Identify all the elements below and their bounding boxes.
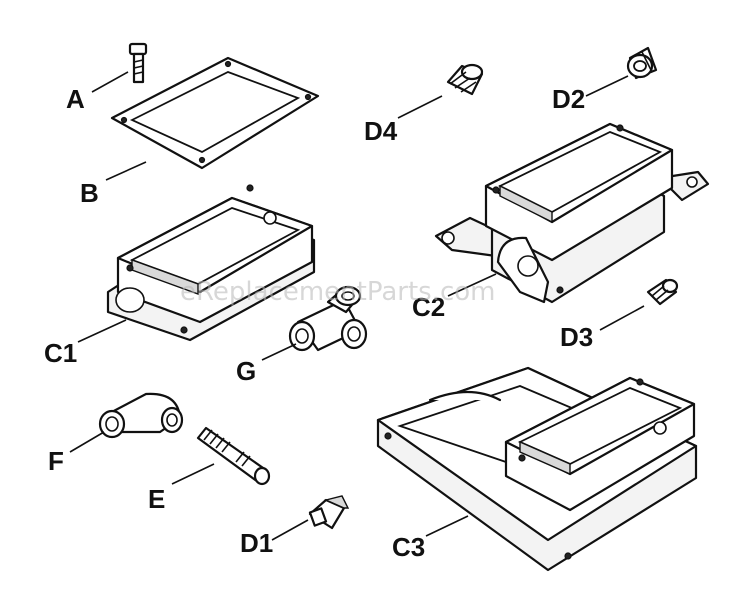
leader-d1 (271, 519, 309, 541)
leader-d4 (397, 95, 443, 119)
label-a: A (66, 84, 85, 114)
part-b-gasket (110, 56, 320, 170)
part-c1-box (106, 184, 316, 342)
leader-c2 (447, 273, 497, 297)
part-c2-box (434, 122, 710, 304)
label-c2: C2 (412, 292, 445, 322)
label-d1: D1 (240, 528, 273, 558)
watermark-text: eReplacementParts.com (180, 277, 496, 307)
leader-b (105, 161, 147, 181)
leader-a (91, 71, 129, 93)
leader-d2 (585, 75, 629, 97)
label-d2: D2 (552, 84, 585, 114)
part-d3-plug (646, 278, 679, 306)
leader-f (69, 431, 105, 453)
part-d2-plug (626, 46, 658, 80)
leader-c1 (77, 319, 127, 343)
label-e: E (148, 484, 165, 514)
part-a-bolt (128, 42, 148, 84)
label-c1: C1 (44, 338, 77, 368)
label-g: G (236, 356, 256, 386)
leader-e (171, 463, 215, 485)
part-e-nipple (196, 426, 271, 486)
leader-c3 (425, 515, 469, 537)
label-f: F (48, 446, 64, 476)
label-d4: D4 (364, 116, 398, 146)
part-c3-box (376, 366, 698, 572)
leader-d3 (599, 305, 645, 331)
label-d3: D3 (560, 322, 593, 352)
label-c3: C3 (392, 532, 425, 562)
part-g-tee (288, 285, 368, 352)
label-b: B (80, 178, 99, 208)
leader-g (261, 343, 297, 361)
part-d1-plug (308, 495, 350, 530)
part-d4-plug (446, 63, 484, 96)
part-f-elbow (98, 392, 184, 439)
